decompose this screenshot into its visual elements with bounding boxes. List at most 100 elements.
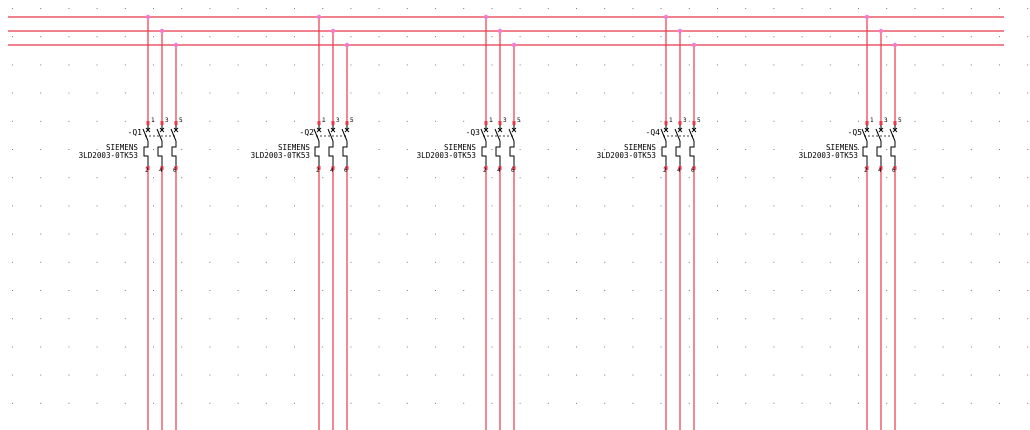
- grid-dot: [491, 318, 493, 320]
- grid-dot: [12, 318, 13, 320]
- grid-dot: [96, 120, 98, 122]
- grid-dot: [858, 374, 859, 376]
- grid-dot: [237, 205, 239, 207]
- grid-dot: [265, 346, 267, 348]
- breaker-tag: -Q5: [848, 128, 863, 137]
- grid-dot: [858, 318, 859, 320]
- grid-dot: [576, 149, 577, 150]
- grid-dot: [435, 120, 436, 122]
- grid-dot: [153, 64, 154, 66]
- grid-dot: [886, 64, 888, 66]
- grid-dot: [237, 92, 239, 94]
- grid-dot: [688, 233, 690, 235]
- grid-dot: [1027, 120, 1029, 122]
- grid-dot: [265, 149, 267, 150]
- grid-dot: [829, 290, 831, 291]
- grid-dot: [547, 92, 549, 94]
- grid-dot: [1027, 346, 1029, 348]
- grid-dot: [265, 374, 267, 376]
- grid-dot: [491, 205, 493, 207]
- grid-dot: [660, 8, 662, 9]
- grid-dot: [717, 374, 718, 376]
- grid-dot: [237, 318, 239, 320]
- grid-dot: [519, 233, 521, 235]
- grid-dot: [886, 149, 888, 150]
- pin-number-bottom: 4: [497, 167, 501, 174]
- grid-dot: [688, 374, 690, 376]
- grid-dot: [294, 261, 295, 263]
- breaker-pole-symbol: [313, 121, 324, 170]
- grid-dot: [124, 8, 126, 9]
- grid-dot: [435, 177, 436, 179]
- breaker-pole-symbol: [660, 121, 671, 170]
- grid-dot: [773, 402, 775, 404]
- grid-dot: [547, 149, 549, 150]
- grid-dot: [576, 177, 577, 179]
- grid-dot: [265, 290, 267, 291]
- grid-dot: [717, 8, 718, 9]
- pin-number-bottom: 4: [159, 167, 163, 174]
- grid-dot: [124, 233, 126, 235]
- breaker-tag: -Q2: [300, 128, 315, 137]
- grid-dot: [519, 318, 521, 320]
- pin-number-bottom: 2: [864, 167, 868, 174]
- grid-dot: [970, 36, 972, 38]
- grid-dot: [378, 318, 380, 320]
- grid-dot: [999, 290, 1000, 291]
- junction-dot: [483, 14, 489, 20]
- grid-dot: [717, 346, 718, 348]
- breaker-tag: -Q3: [466, 128, 481, 137]
- grid-dot: [435, 149, 436, 150]
- breaker-part-number: 3LD2003-0TK53: [417, 151, 476, 160]
- grid-dot: [12, 205, 13, 207]
- grid-dot: [124, 149, 126, 150]
- grid-dot: [68, 177, 70, 179]
- grid-dot: [858, 290, 859, 291]
- grid-dot: [209, 346, 211, 348]
- grid-dot: [604, 261, 606, 263]
- grid-dot: [604, 177, 606, 179]
- grid-dot: [914, 233, 916, 235]
- grid-dot: [942, 120, 944, 122]
- grid-dot: [1027, 36, 1029, 38]
- grid-dot: [660, 177, 662, 179]
- grid-dot: [632, 36, 634, 38]
- grid-dot: [124, 92, 126, 94]
- grid-dot: [801, 36, 803, 38]
- grid-dot: [124, 177, 126, 179]
- grid-dot: [406, 92, 408, 94]
- grid-dot: [999, 64, 1000, 66]
- grid-dot: [886, 402, 888, 404]
- grid-dot: [914, 8, 916, 9]
- grid-dot: [576, 233, 577, 235]
- grid-dot: [942, 318, 944, 320]
- grid-dot: [322, 374, 324, 376]
- grid-dot: [1027, 177, 1029, 179]
- grid-dot: [660, 261, 662, 263]
- grid-dot: [999, 120, 1000, 122]
- junction-dot: [330, 28, 336, 34]
- junction-dot: [892, 42, 898, 48]
- grid-dot: [660, 402, 662, 404]
- grid-dot: [406, 402, 408, 404]
- grid-dot: [350, 346, 352, 348]
- grid-dot: [547, 346, 549, 348]
- grid-dot: [519, 402, 521, 404]
- grid-dot: [181, 318, 183, 320]
- grid-dot: [999, 177, 1000, 179]
- grid-dot: [999, 402, 1000, 404]
- grid-dot: [999, 346, 1000, 348]
- grid-dot: [153, 149, 154, 150]
- grid-dot: [491, 36, 493, 38]
- pin-number-top: 5: [179, 117, 183, 124]
- grid-dot: [745, 64, 747, 66]
- grid-dot: [265, 8, 267, 9]
- grid-dot: [237, 8, 239, 9]
- grid-dot: [745, 290, 747, 291]
